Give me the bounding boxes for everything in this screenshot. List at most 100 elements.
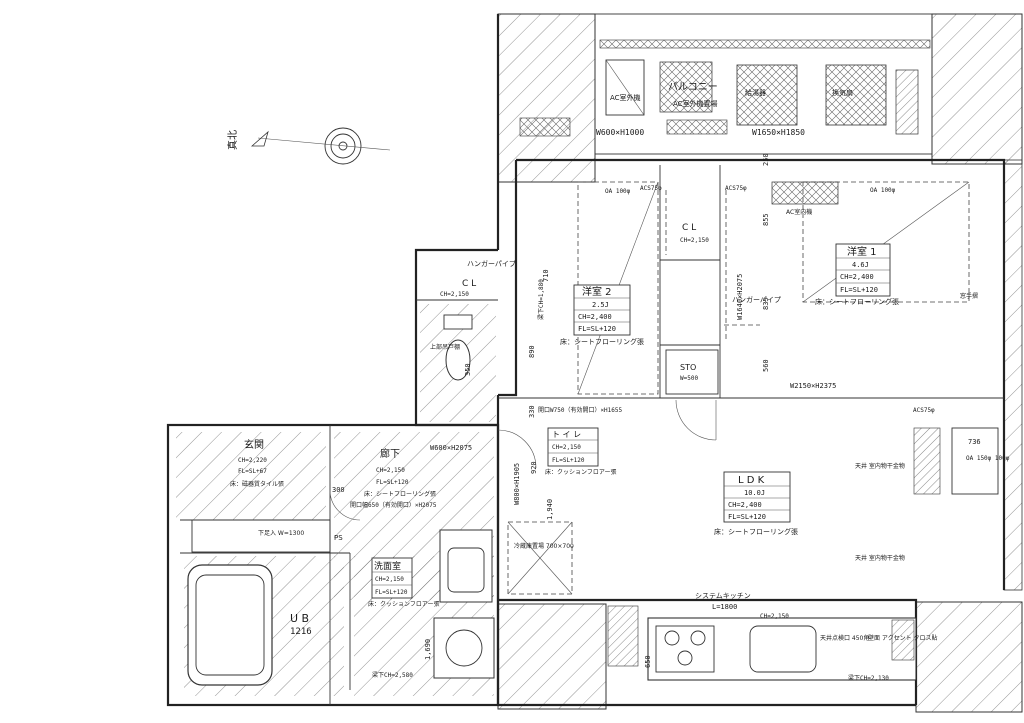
ub-size: 1216 — [290, 627, 312, 637]
ldk-ch: CH=2,400 — [728, 501, 762, 509]
ldk-fl: FL=SL+120 — [728, 513, 766, 521]
dim-560: 560 — [762, 359, 770, 372]
room-kitchen: システムキッチン L=1800 CH=2,150 — [695, 592, 789, 620]
ldk-floor: 床：シートフローリング張 — [714, 527, 798, 536]
room-ldk: L D K 10.0J CH=2,400 FL=SL+120 床：シートフローリ… — [714, 471, 798, 536]
senmen-name: 洗面室 — [374, 560, 401, 572]
toilet-name: ト イ レ — [552, 430, 581, 439]
yoshitsu1-floor: 床：シートフローリング張 — [815, 297, 899, 306]
dim-1690: 1,690 — [424, 639, 432, 660]
yoshitsu1-fl: FL=SL+120 — [840, 286, 878, 294]
dim-250: 250 — [762, 153, 770, 166]
room-yoshitsu1: 洋室 1 4.6J CH=2,400 FL=SL+120 床：シートフローリング… — [815, 243, 899, 306]
dim-350: 350 — [464, 363, 472, 376]
yoshitsu2-name: 洋室 2 — [582, 285, 612, 298]
door-dim-1: 開口W750（有効開口）×H1655 — [538, 406, 623, 414]
dimensions: 250 835 855 560 710 890 350 920 1,940 73… — [332, 153, 981, 668]
sto-size: W=500 — [680, 375, 698, 382]
room-toilet: ト イ レ CH=2,150 FL=SL+120 床：クッションフロアー張 — [545, 427, 616, 476]
inspection-hatch-label: 天井点検口 450角 — [820, 634, 869, 642]
acs-label-2: ACS75φ — [725, 185, 747, 192]
ldk-size: 10.0J — [744, 489, 765, 497]
roka-fl: FL=SL+120 — [376, 479, 409, 486]
roka-name: 廊下 — [380, 447, 400, 460]
cl-upper-ch: CH=2,150 — [680, 237, 709, 244]
genkan-name: 玄関 — [244, 438, 264, 451]
dim-890: 890 — [528, 345, 536, 358]
beam-height-1: 梁下CH=1,880 — [537, 279, 545, 320]
hanger-pipe-label: ハンガーパイプ — [732, 295, 781, 304]
compass-label: 真北 — [226, 130, 239, 150]
balcony-ac-outdoor: AC室外機 — [610, 93, 641, 102]
window-rail-label: 窓手摺 — [960, 292, 978, 300]
balcony-window-dim2: W1650×H1850 — [752, 128, 805, 137]
room-roka: 廊下 CH=2,150 FL=SL+120 床：シートフローリング張 開口幅65… — [350, 447, 437, 509]
ps-label: PS — [334, 534, 343, 542]
beam-height-3: 梁下CH=2,130 — [848, 674, 889, 682]
kitchen-size: L=1800 — [712, 603, 737, 611]
ac-indoor-label: AC室内機 — [786, 208, 812, 216]
balcony-vent: 換気扇 — [832, 88, 853, 97]
outer-structure — [496, 13, 1023, 713]
yoshitsu2-floor: 床：シートフローリング張 — [560, 337, 644, 346]
dim-330: 330 — [528, 405, 536, 418]
ceiling-hook-1: 天井 室内物干金物 — [855, 462, 905, 470]
dim-1940: 1,940 — [546, 499, 554, 520]
room-senmen: 洗面室 CH=2,150 FL=SL+120 床：クッションフロアー張 — [368, 557, 439, 608]
yoshitsu1-size: 4.6J — [852, 261, 869, 269]
senmen-ch: CH=2,150 — [375, 576, 404, 583]
toilet-fl: FL=SL+120 — [552, 457, 585, 464]
sto-name: STO — [680, 363, 696, 372]
genkan-fl: FL=SL+67 — [238, 468, 267, 475]
ldk-name: L D K — [738, 475, 765, 486]
room-sto: STO W=500 — [680, 363, 698, 382]
senmen-floor: 床：クッションフロアー張 — [368, 600, 439, 608]
ub-name: U B — [290, 612, 309, 625]
north-compass: 真北 — [226, 127, 391, 165]
hanger-pipe-label-2: ハンガーパイプ — [467, 259, 516, 268]
room-genkan: 玄関 CH=2,220 FL=SL+67 床：磁器質タイル張 — [230, 438, 284, 488]
room-cl-small: C L CH=2,150 — [440, 279, 476, 298]
dim-300: 300 — [332, 486, 345, 494]
yoshitsu2-fl: FL=SL+120 — [578, 325, 616, 333]
kitchen-ch: CH=2,150 — [760, 613, 789, 620]
fridge-label: 冷蔵庫置場 700×700 — [514, 542, 574, 550]
dim-920: 920 — [530, 461, 538, 474]
room-cl-upper: C L CH=2,150 — [680, 223, 709, 244]
yoshitsu1-ch: CH=2,400 — [840, 273, 874, 281]
roka-door: 開口幅650（有効開口）×H2075 — [350, 501, 437, 509]
door-dim-2: W600×H2075 — [430, 444, 472, 452]
acs-label-1: ACS75φ — [640, 185, 662, 192]
window-dim-y1: W1640×H2075 — [736, 274, 744, 320]
cl-upper-name: C L — [682, 223, 696, 233]
oa-bath-label: OA 150φ 100φ — [966, 455, 1010, 462]
dim-710: 710 — [542, 269, 550, 282]
cl-small-ch: CH=2,150 — [440, 291, 469, 298]
dim-650: 650 — [644, 655, 652, 668]
toilet-floor: 床：クッションフロアー張 — [545, 468, 616, 476]
dim-736: 736 — [968, 438, 981, 446]
kitchen-name: システムキッチン — [695, 592, 751, 600]
genkan-floor: 床：磁器質タイル張 — [230, 480, 284, 488]
balcony-water-heater: 給湯器 — [745, 88, 766, 97]
dim-835: 835 — [762, 297, 770, 310]
oa-label-1: OA 100φ — [605, 188, 631, 195]
balcony: バルコニー AC室外機 AC室外機置場 給湯器 換気扇 W600×H1000 W… — [519, 13, 933, 155]
oa-label-2: OA 100φ — [870, 187, 896, 194]
cl-small-name: C L — [462, 279, 476, 289]
acs-label-3: ACS75φ — [913, 407, 935, 414]
upper-cabinet-label: 上部吊戸棚 — [430, 343, 460, 351]
dim-855: 855 — [762, 213, 770, 226]
balcony-ac-outdoor-2: AC室外機置場 — [673, 99, 718, 108]
yoshitsu2-size: 2.5J — [592, 301, 609, 309]
balcony-window-dim: W600×H1000 — [596, 128, 644, 137]
fixtures — [187, 181, 999, 686]
roka-floor: 床：シートフローリング張 — [364, 490, 436, 498]
door-dim-3: W800×H1905 — [513, 463, 521, 505]
balcony-label: バルコニー — [668, 81, 718, 93]
shoe-cabinet-label: 下足入 W=1300 — [258, 530, 304, 537]
roka-ch: CH=2,150 — [376, 467, 405, 474]
toilet-ch: CH=2,150 — [552, 444, 581, 451]
accent-cross-label: 壁面 アクセント クロス貼 — [868, 634, 938, 642]
